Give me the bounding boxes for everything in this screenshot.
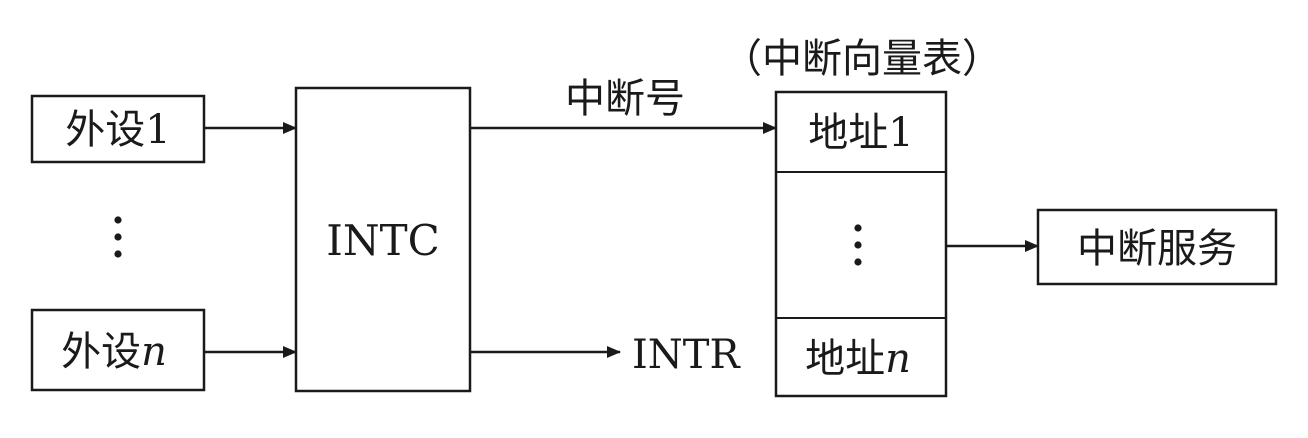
vector-entry-1: 地址1	[808, 110, 913, 156]
device-n-label: 外设n	[61, 329, 167, 375]
interrupt-service-node: 中断服务	[1036, 208, 1278, 286]
intr-label: INTR	[632, 332, 741, 378]
intc-box	[294, 86, 472, 393]
device-1-label: 外设1	[65, 107, 170, 153]
device-ellipsis-icon	[114, 216, 122, 258]
device-1-node: 外设1	[30, 94, 206, 164]
vector-ellipsis-icon	[854, 224, 862, 266]
interrupt-service-box	[1036, 208, 1278, 286]
interrupt-service-label: 中断服务	[1077, 226, 1237, 272]
interrupt-number-label: 中断号	[565, 76, 685, 122]
vector-table-title: （中断向量表）	[722, 36, 1002, 82]
device-n-box	[30, 308, 206, 392]
device-n-node: 外设n	[30, 308, 206, 392]
intc-node: INTC	[294, 86, 472, 393]
device-1-box	[30, 94, 206, 164]
intc-label: INTC	[326, 216, 440, 265]
vector-table: 地址1 地址n	[774, 90, 948, 398]
vector-entry-n: 地址n	[805, 336, 911, 382]
